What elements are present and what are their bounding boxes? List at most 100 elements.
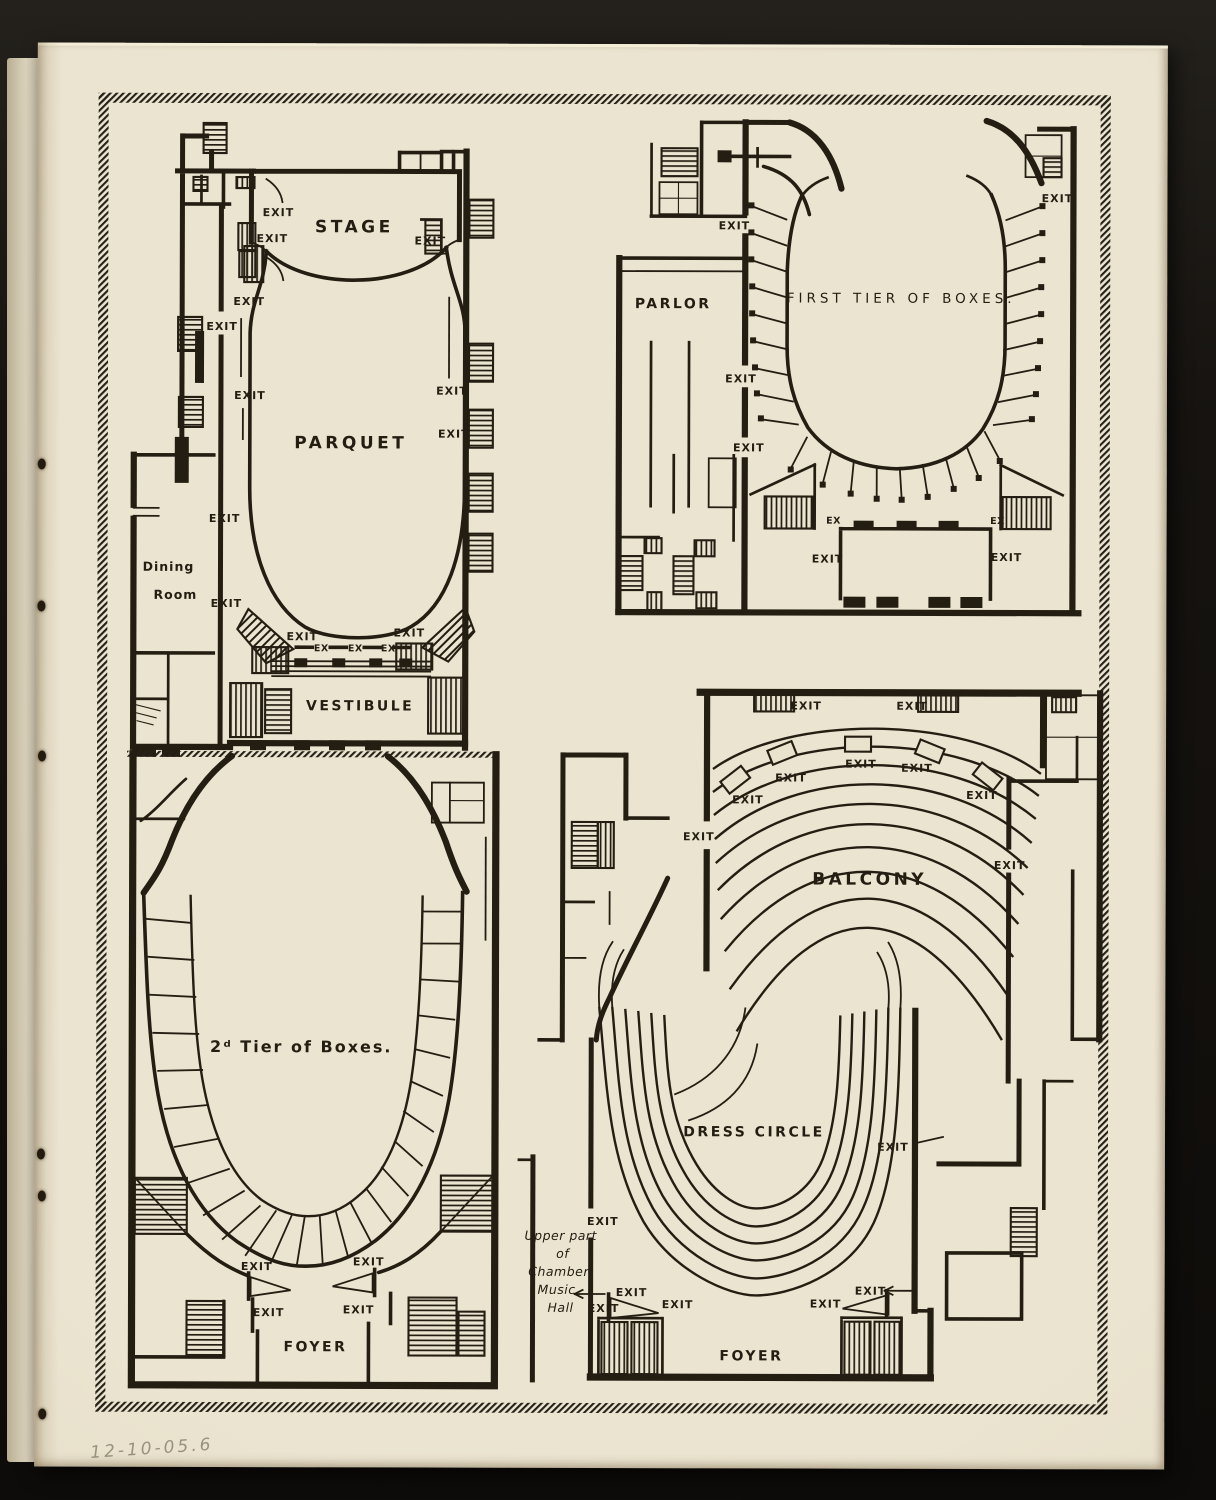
plan-linework [751, 205, 799, 426]
plan-linework [250, 740, 382, 751]
exit-label: Exit [343, 1303, 375, 1316]
plan-linework [615, 126, 1082, 617]
plan-linework [135, 704, 161, 726]
exit-label: Exit [211, 597, 243, 610]
plan-linework [660, 147, 699, 178]
exit-label: Exit [394, 626, 426, 639]
plan-linework [723, 870, 1015, 958]
plan-linework [384, 753, 470, 895]
plan-linework [615, 254, 623, 616]
plan-linework [174, 436, 189, 483]
page-border-frame [95, 92, 1111, 1415]
exit-label: Exit [587, 1215, 619, 1228]
plan-linework [596, 820, 615, 870]
plan-linework [141, 890, 465, 1269]
plan-linework [843, 735, 873, 753]
plan-linework [600, 1320, 629, 1376]
plan-linework [761, 164, 812, 217]
plan-linework [717, 150, 732, 163]
plan-linework [467, 532, 494, 573]
plan-linework [748, 202, 764, 422]
plan-linework [843, 520, 983, 608]
exit-label: Ex [381, 643, 396, 654]
plan-linework [467, 408, 494, 449]
plan-linework [1042, 157, 1063, 179]
plan-linework [529, 1154, 536, 1383]
parlor-label: Parlor [635, 296, 712, 312]
plan-linework [461, 148, 470, 751]
plan-linework [718, 764, 752, 796]
plan-linework [263, 245, 449, 282]
exit-label: Exit [286, 630, 318, 643]
plan-linework [611, 1006, 890, 1280]
plan-linework [129, 1321, 371, 1388]
exit-label: Exit [991, 551, 1023, 564]
stage-label: Stage [315, 217, 394, 237]
exit-label: Exit [775, 771, 807, 784]
plan-linework [467, 472, 494, 513]
plan-linework [936, 776, 1022, 1167]
plan-linework [649, 120, 748, 219]
second-tier-label: 2ᵈ Tier of Boxes. [210, 1037, 393, 1056]
plan-linework [175, 133, 257, 458]
exit-label: Exit [719, 219, 751, 232]
plan-linework [606, 1288, 889, 1322]
plan-linework [917, 693, 960, 713]
exit-label: Exit [896, 700, 928, 713]
plan-linework [998, 463, 1065, 531]
plan-linework [695, 591, 718, 610]
plan-linework [593, 875, 671, 1043]
plan-linework [609, 1293, 890, 1320]
chamber-music-hall-note: Music [538, 1282, 576, 1297]
exit-label: Ex [348, 643, 363, 654]
plan-linework [715, 802, 1029, 869]
plan-linework [624, 1008, 878, 1262]
plan-linework [240, 177, 285, 440]
plan-linework [467, 342, 495, 383]
exit-label: Exit [790, 699, 822, 712]
plan-linework [177, 395, 204, 429]
exit-label: Exit [438, 428, 470, 441]
exit-label: Exit [233, 295, 265, 308]
plan-linework [561, 891, 611, 959]
exit-label: Exit [253, 1306, 285, 1319]
plan-linework [658, 181, 699, 215]
exit-label: Exit [588, 1302, 620, 1315]
exit-label: Exit [263, 206, 295, 219]
plan-linework [439, 1174, 495, 1233]
plan-linework [427, 676, 468, 735]
exit-label: Exit [257, 232, 289, 245]
plan-linework [226, 739, 469, 747]
plan-linework [1097, 95, 1111, 1415]
exit-label: Exit [732, 793, 764, 806]
plan-linework [1007, 779, 1102, 1210]
plan-linework [646, 591, 663, 612]
plan-linework [95, 1401, 1108, 1415]
plan-linework [789, 430, 1001, 500]
plan-linework [457, 1310, 486, 1357]
dining-room-label: Dining [143, 559, 195, 574]
parquet-label: Parquet [294, 433, 407, 453]
plan-linework [703, 689, 711, 972]
plan-linework [1009, 1207, 1038, 1258]
exit-label: Exit [616, 1286, 648, 1299]
exit-label: Ex [826, 516, 841, 527]
plan-linework [735, 926, 1003, 1041]
plan-linework [194, 330, 205, 383]
plan-linework [617, 340, 736, 542]
plan-linework [712, 745, 1040, 797]
dress-circle-label: Dress Circle [683, 1124, 824, 1140]
first-tier-label: First Tier of Boxes. [787, 290, 1016, 307]
plan-linework [714, 783, 1033, 844]
plan-linework [248, 168, 463, 245]
plan-linework [741, 119, 749, 614]
plan-linework [643, 537, 663, 555]
plan-linework [192, 175, 209, 193]
plan-linework [129, 451, 234, 751]
plan-linework [753, 693, 796, 713]
exit-label: Exit [415, 235, 447, 248]
plan-linework [786, 119, 845, 192]
plan-linework [1001, 495, 1052, 531]
plan-linework [131, 452, 216, 655]
